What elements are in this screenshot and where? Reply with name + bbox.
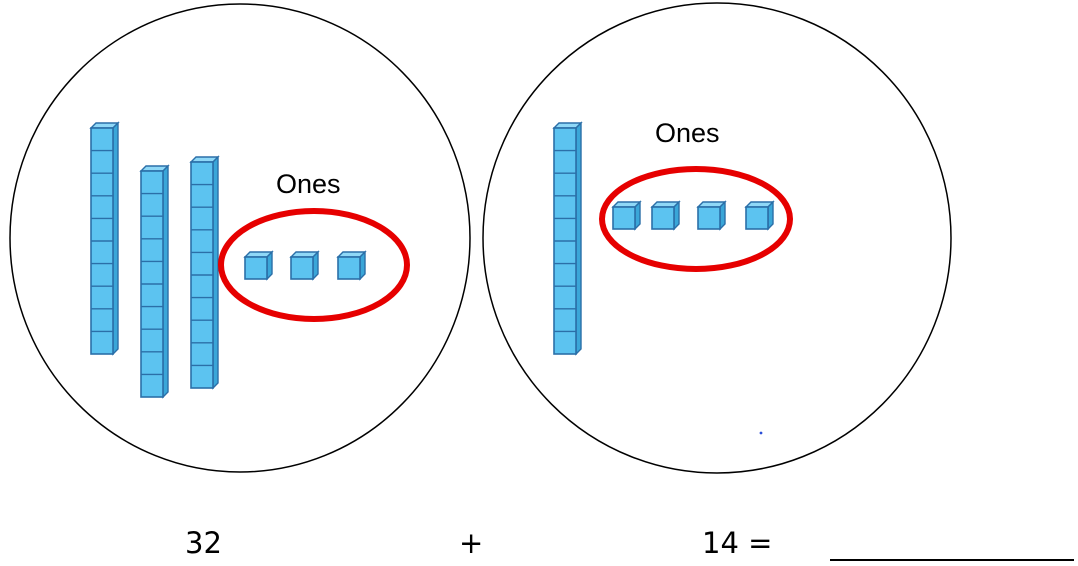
- ones-ring: [599, 166, 793, 272]
- ones-cube: [697, 201, 726, 230]
- first-number: 32: [185, 526, 222, 560]
- tens-rod: [90, 122, 119, 355]
- operator: +: [459, 526, 483, 560]
- ones-label: Ones: [655, 118, 720, 148]
- left-group: Ones: [9, 3, 471, 473]
- right-group-circle: [482, 2, 952, 474]
- second-number: 14 =: [702, 526, 772, 560]
- ones-cube: [612, 201, 641, 230]
- ones-ring: [218, 208, 410, 322]
- ones-cube: [745, 201, 774, 230]
- right-group: Ones: [482, 2, 952, 474]
- ones-cube: [244, 251, 273, 280]
- ones-cube: [337, 251, 366, 280]
- equation: 32 + 14 =: [185, 526, 1074, 561]
- ones-cube: [651, 201, 680, 230]
- tens-rod: [140, 165, 169, 398]
- left-group-circle: [9, 3, 471, 473]
- ones-cube: [290, 251, 319, 280]
- tens-rod: [190, 156, 219, 389]
- tens-rod: [553, 122, 582, 355]
- ones-label: Ones: [276, 169, 341, 199]
- stray-dot: [759, 431, 763, 435]
